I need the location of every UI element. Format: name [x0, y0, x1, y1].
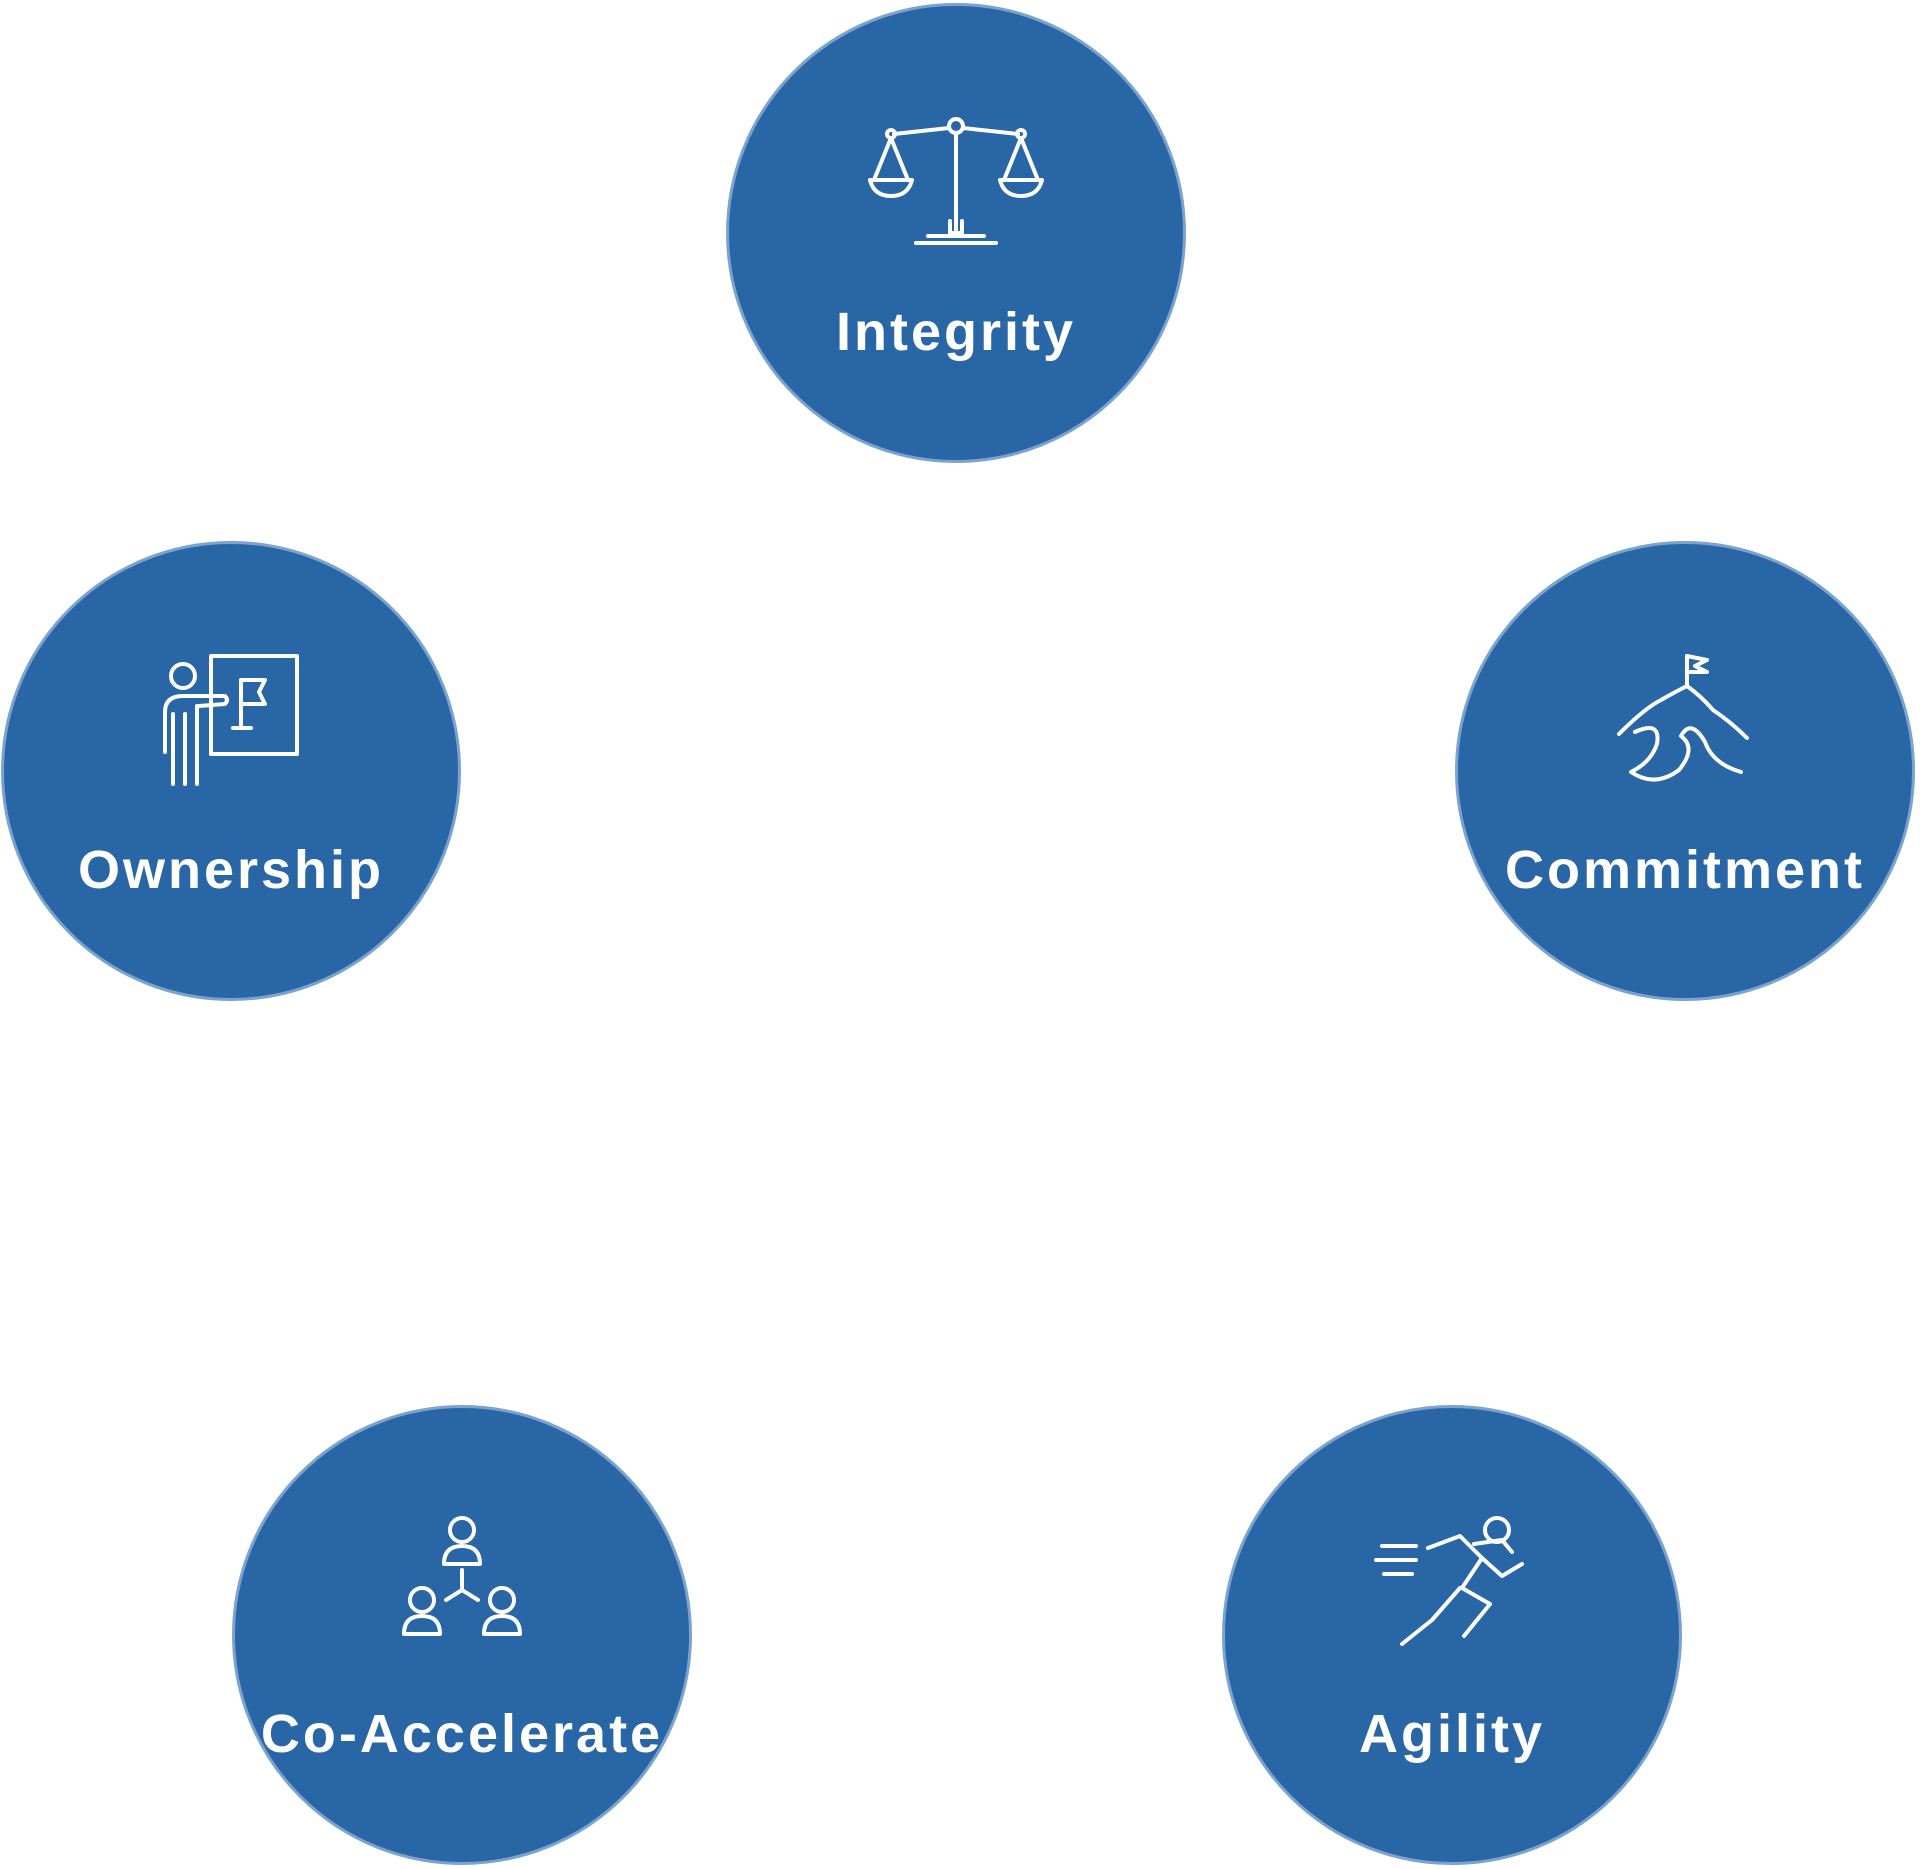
value-label-commitment: Commitment: [1504, 840, 1865, 900]
presenter-flag-icon: [141, 644, 321, 794]
running-person-icon: [1362, 1508, 1542, 1658]
value-circle-integrity: Integrity: [726, 3, 1186, 463]
people-network-icon: [372, 1508, 552, 1658]
value-circle-coaccelerate: Co-Accelerate: [232, 1405, 692, 1865]
mountain-flag-icon: [1595, 644, 1775, 794]
value-circle-ownership: Ownership: [1, 541, 461, 1001]
value-label-agility: Agility: [1358, 1704, 1545, 1764]
balance-scale-icon: [866, 106, 1046, 256]
value-label-integrity: Integrity: [835, 302, 1077, 362]
value-label-coaccelerate: Co-Accelerate: [260, 1704, 664, 1764]
value-circle-commitment: Commitment: [1455, 541, 1915, 1001]
value-circle-agility: Agility: [1222, 1405, 1682, 1865]
value-label-ownership: Ownership: [77, 840, 385, 900]
